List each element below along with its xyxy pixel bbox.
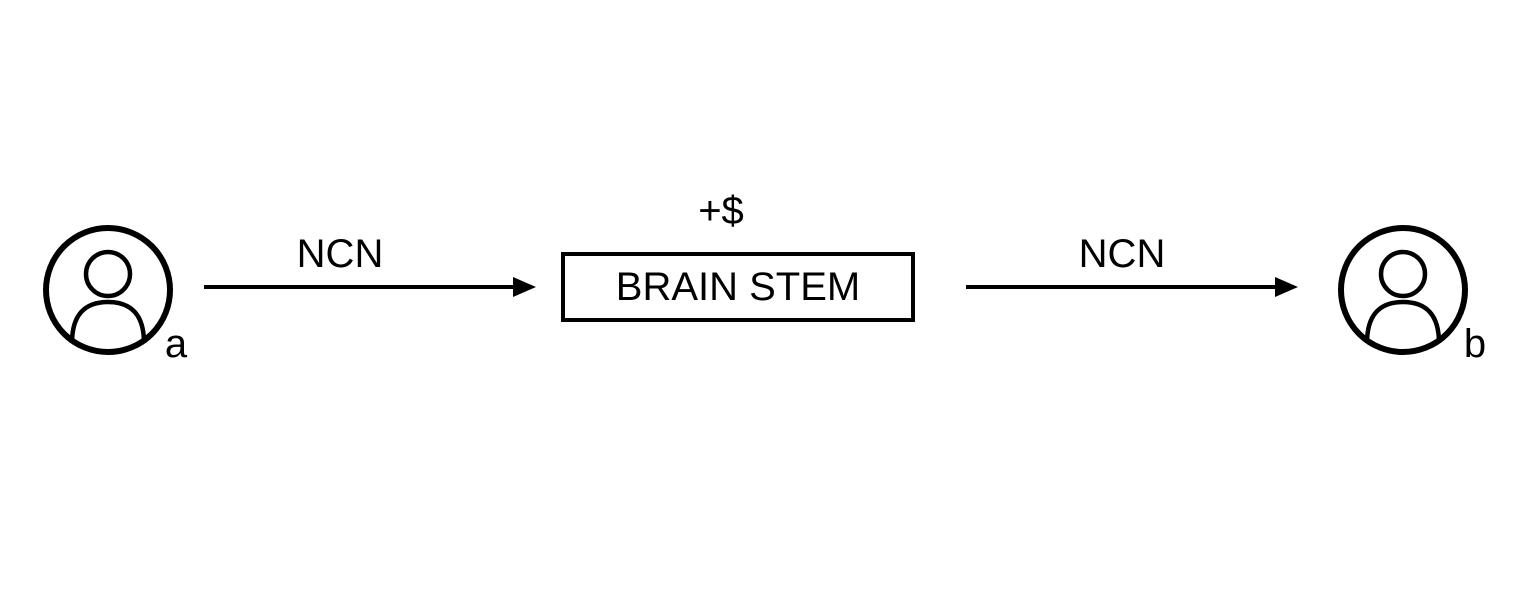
arrow-right-label: NCN [1078,232,1166,276]
arrow-left-label: NCN [296,232,384,276]
person-b-icon [1338,225,1468,355]
box-annotation: +$ [698,189,744,233]
brain-stem-label: BRAIN STEM [615,265,861,309]
arrow-left [204,277,536,297]
arrow-right [966,277,1298,297]
person-a-icon [43,225,173,355]
person-a-label: a [164,322,188,366]
brain-stem-box [561,252,915,322]
person-b-label: b [1463,322,1487,366]
